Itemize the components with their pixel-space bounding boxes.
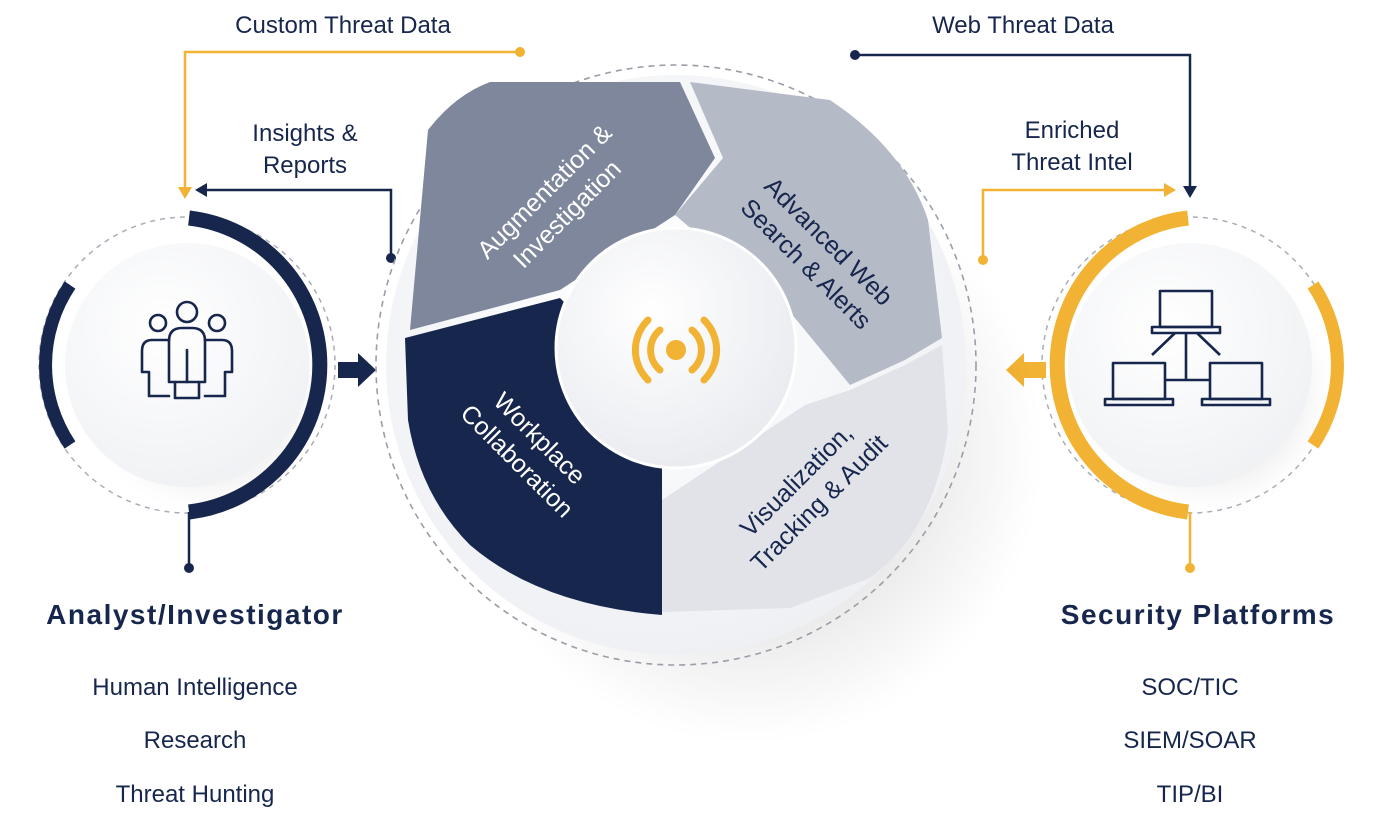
web-threat-data-connector (855, 53, 1192, 188)
security-item-1: SOC/TIC (1141, 674, 1238, 701)
center-cycle (375, 64, 1040, 740)
custom-threat-data-arrowhead (178, 187, 192, 199)
network-computers-icon (1103, 289, 1272, 407)
analyst-ring-small-arc (39, 281, 76, 449)
insights-reports-label-line1: Insights & (252, 120, 357, 147)
web-threat-data-arrowhead (1183, 186, 1197, 198)
security-title: Security Platforms (1061, 599, 1335, 630)
security-ring-arc (1049, 210, 1189, 520)
segment-augmentation (410, 82, 715, 330)
web-threat-data-dot (850, 50, 860, 60)
segment-advanced-search (675, 82, 942, 385)
insights-reports-connector (205, 188, 393, 258)
enriched-threat-intel-label-line2: Threat Intel (1011, 149, 1132, 176)
analyst-item-1: Human Intelligence (92, 674, 297, 701)
enriched-threat-intel-arrowhead (1164, 183, 1176, 197)
insights-reports-label-line2: Reports (263, 152, 347, 179)
enriched-threat-intel-label-line1: Enriched (1025, 117, 1120, 144)
analyst-ring-arc (188, 210, 328, 520)
web-threat-data-label: Web Threat Data (932, 12, 1115, 39)
analyst-output-arrow (338, 353, 376, 387)
enriched-threat-intel-dot (978, 255, 988, 265)
people-group-icon (140, 300, 234, 400)
segment-visualization (662, 345, 948, 612)
custom-threat-data-dot (515, 47, 525, 57)
security-item-2: SIEM/SOAR (1123, 727, 1256, 754)
analyst-item-3: Threat Hunting (116, 781, 275, 808)
custom-threat-data-connector (183, 50, 520, 190)
broadcast-signal-icon (631, 316, 721, 384)
security-item-3: TIP/BI (1157, 781, 1224, 808)
insights-reports-arrowhead (195, 183, 207, 197)
insights-reports-dot (386, 253, 396, 263)
cycle-dashed-outline (375, 64, 977, 666)
enriched-threat-intel-connector (981, 188, 1166, 260)
custom-threat-data-label: Custom Threat Data (235, 12, 451, 39)
analyst-title: Analyst/Investigator (46, 599, 344, 630)
security-platforms-node (1006, 210, 1344, 573)
analyst-item-2: Research (144, 727, 247, 754)
security-ring-small-arc (1307, 281, 1344, 449)
